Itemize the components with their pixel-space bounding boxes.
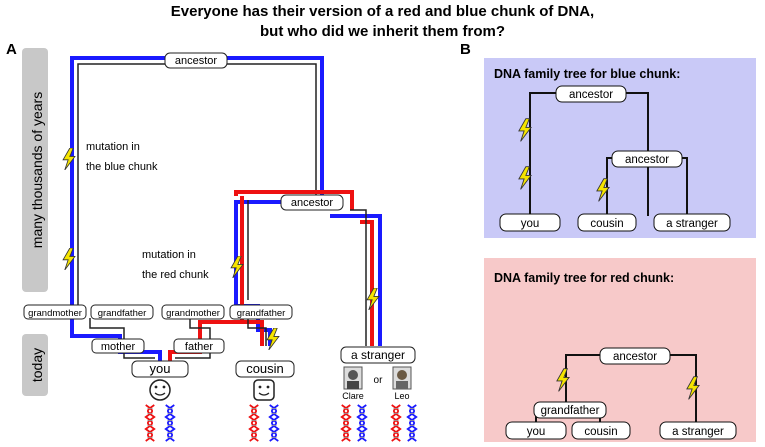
blue-tree-panel	[484, 58, 756, 238]
stranger-name-leo: Leo	[394, 391, 409, 401]
node-ancestor-top: ancestor	[175, 55, 218, 67]
stranger-name-clare: Clare	[342, 391, 364, 401]
blue-mutation-label-1: mutation in	[86, 141, 140, 153]
red-tree-leaf-stranger: a stranger	[672, 426, 724, 438]
red-tree-root: ancestor	[613, 351, 657, 363]
person-photo-icon	[343, 366, 363, 390]
smiley-face-icon	[253, 379, 275, 401]
node-father: father	[185, 341, 213, 353]
time-axis-bottom-band	[22, 334, 48, 396]
dna-leo	[390, 404, 418, 442]
node-cousin: cousin	[246, 361, 284, 376]
blue-tree-leaf-stranger: a stranger	[666, 218, 718, 230]
dna-cousin	[248, 404, 280, 442]
person-photo-icon	[392, 366, 412, 390]
blue-tree-title: DNA family tree for blue chunk:	[494, 67, 680, 81]
red-tree-leaf-you: you	[527, 426, 546, 438]
smiley-face-icon	[149, 379, 171, 401]
panel-a-letter: A	[6, 41, 17, 58]
blue-tree-leaf-you: you	[521, 218, 540, 230]
node-mother: mother	[101, 341, 136, 353]
blue-tree-inner: ancestor	[625, 154, 669, 166]
node-you: you	[150, 361, 171, 376]
red-mutation-label-2: the red chunk	[142, 269, 209, 281]
time-axis-top-band	[22, 48, 48, 292]
genealogy-lines	[89, 200, 367, 359]
node-ancestor-mid: ancestor	[291, 197, 334, 209]
dna-clare	[340, 404, 368, 442]
node-grandmother-2: grandmother	[166, 308, 220, 319]
blue-mutation-label-2: the blue chunk	[86, 161, 158, 173]
blue-tree-root: ancestor	[569, 89, 613, 101]
node-grandmother-1: grandmother	[28, 308, 82, 319]
stranger-or-label: or	[374, 375, 384, 386]
red-tree-leaf-cousin: cousin	[584, 426, 617, 438]
dna-you	[144, 404, 176, 442]
node-stranger: a stranger	[351, 348, 405, 362]
red-tree-title: DNA family tree for red chunk:	[494, 271, 674, 285]
title-line-2: but who did we inherit them from?	[260, 23, 505, 40]
panel-b-letter: B	[460, 41, 471, 58]
node-grandfather-1: grandfather	[98, 308, 147, 319]
blue-tree-leaf-cousin: cousin	[590, 218, 623, 230]
time-axis-top-label: many thousands of years	[29, 92, 45, 248]
time-axis-bottom-label: today	[29, 348, 45, 382]
red-tree-inner: grandfather	[541, 405, 600, 417]
title-line-1: Everyone has their version of a red and …	[170, 3, 595, 20]
red-mutation-label-1: mutation in	[142, 249, 196, 261]
node-grandfather-2: grandfather	[237, 308, 286, 319]
